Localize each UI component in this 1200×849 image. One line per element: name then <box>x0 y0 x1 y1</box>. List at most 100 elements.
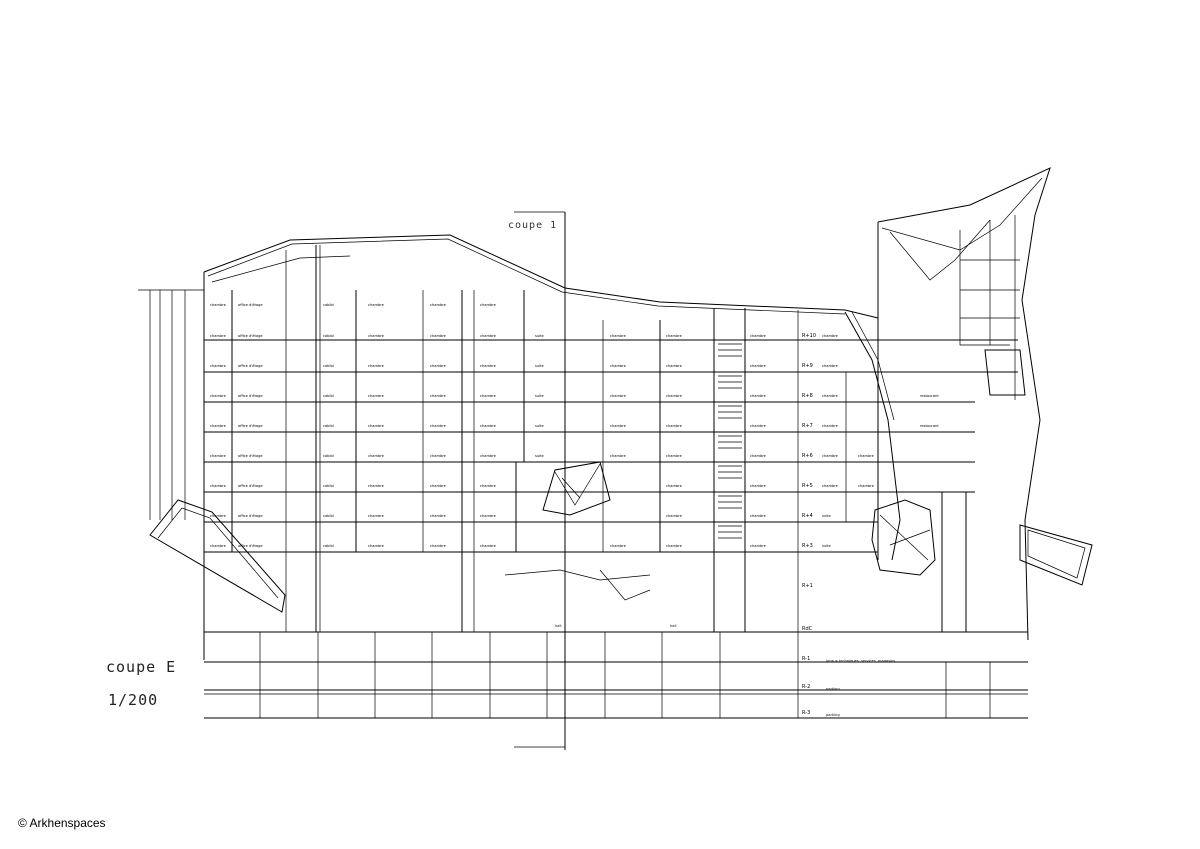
room-label: chambre <box>750 424 767 428</box>
level-label: R+4 <box>802 513 813 519</box>
room-label: suite <box>535 454 545 458</box>
room-label: chambre <box>368 334 385 338</box>
floor-slabs <box>204 339 1028 719</box>
level-label: R+5 <box>802 483 813 489</box>
room-label: chambre <box>480 544 497 548</box>
level-label: R+9 <box>802 363 813 369</box>
room-label: office d'étage <box>238 303 263 307</box>
room-label: chambre <box>666 484 683 488</box>
room-label: office d'étage <box>238 514 263 518</box>
room-label: chambre <box>210 364 227 368</box>
room-label: chambre <box>368 303 385 307</box>
room-label: cabibi <box>323 544 334 548</box>
level-label: R+8 <box>802 393 813 399</box>
room-label: chambre <box>210 484 227 488</box>
room-label: suite <box>535 394 545 398</box>
room-label: chambre <box>210 394 227 398</box>
room-label: parking <box>826 687 840 691</box>
room-label: chambre <box>480 454 497 458</box>
level-label: R-2 <box>802 684 810 690</box>
room-label: chambre <box>430 364 447 368</box>
room-label: chambre <box>750 454 767 458</box>
room-label: chambre <box>822 364 839 368</box>
room-label: chambre <box>210 334 227 338</box>
cut-label: coupe 1 <box>508 220 557 231</box>
room-label: chambre <box>480 303 497 307</box>
room-label: chambre <box>368 394 385 398</box>
room-label: chambre <box>430 484 447 488</box>
room-label: chambre <box>480 334 497 338</box>
room-label: chambre <box>368 364 385 368</box>
room-label: chambre <box>210 454 227 458</box>
room-label: cabibi <box>323 334 334 338</box>
room-label: chambre <box>430 514 447 518</box>
room-label: chambre <box>750 334 767 338</box>
room-label: restaurant <box>920 394 939 398</box>
room-label: chambre <box>430 454 447 458</box>
room-labels: chambre office d'étage chambre office d'… <box>210 303 939 717</box>
room-label: cabibi <box>323 454 334 458</box>
copyright-text: © Arkhenspaces <box>18 816 106 830</box>
room-label: chambre <box>210 303 227 307</box>
room-label: chambre <box>666 514 683 518</box>
room-label: suite <box>535 364 545 368</box>
room-label: cabibi <box>323 514 334 518</box>
walls <box>231 211 967 750</box>
room-label: office d'étage <box>238 394 263 398</box>
level-label: R+1 <box>802 583 813 589</box>
room-label: chambre <box>666 454 683 458</box>
room-label: chambre <box>610 334 627 338</box>
room-label: suite <box>535 334 545 338</box>
room-label: chambre <box>480 394 497 398</box>
room-label: chambre <box>368 454 385 458</box>
room-label: chambre <box>750 514 767 518</box>
room-label: restaurant <box>920 424 939 428</box>
room-label: chambre <box>610 364 627 368</box>
room-label: suite <box>535 424 545 428</box>
level-label: R+7 <box>802 423 813 429</box>
room-label: hall <box>670 624 676 628</box>
room-label: chambre <box>430 544 447 548</box>
room-label: chambre <box>610 454 627 458</box>
room-label: cabibi <box>323 424 334 428</box>
atrium-sculpture <box>504 461 651 601</box>
basement-note: locaux techniques, services, magasins <box>826 659 895 663</box>
room-label: chambre <box>430 424 447 428</box>
room-label: chambre <box>750 394 767 398</box>
room-label: chambre <box>750 544 767 548</box>
room-label: office d'étage <box>238 424 263 428</box>
room-label: suite <box>822 544 832 548</box>
room-label: suite <box>822 514 832 518</box>
section-title: coupe E <box>106 658 176 676</box>
room-label: chambre <box>666 394 683 398</box>
room-label: office d'étage <box>238 454 263 458</box>
parking-grid <box>204 632 1028 718</box>
room-label: chambre <box>666 424 683 428</box>
level-label: R+3 <box>802 543 813 549</box>
room-label: chambre <box>430 334 447 338</box>
room-label: cabibi <box>323 364 334 368</box>
room-label: chambre <box>750 364 767 368</box>
room-label: cabibi <box>323 303 334 307</box>
room-label: chambre <box>430 394 447 398</box>
room-label: chambre <box>666 334 683 338</box>
stair-core <box>718 343 742 539</box>
room-label: office d'étage <box>238 484 263 488</box>
room-label: chambre <box>610 424 627 428</box>
room-label: chambre <box>368 544 385 548</box>
room-label: chambre <box>822 484 839 488</box>
room-label: office d'étage <box>238 334 263 338</box>
room-label: office d'étage <box>238 544 263 548</box>
room-label: chambre <box>666 544 683 548</box>
room-label: chambre <box>368 484 385 488</box>
room-label: chambre <box>480 364 497 368</box>
room-label: chambre <box>822 454 839 458</box>
level-label: R-3 <box>802 710 810 716</box>
room-label: chambre <box>666 364 683 368</box>
room-label: office d'étage <box>238 364 263 368</box>
room-label: chambre <box>480 424 497 428</box>
room-label: chambre <box>610 394 627 398</box>
room-label: chambre <box>858 454 875 458</box>
level-label: R+10 <box>802 333 816 339</box>
